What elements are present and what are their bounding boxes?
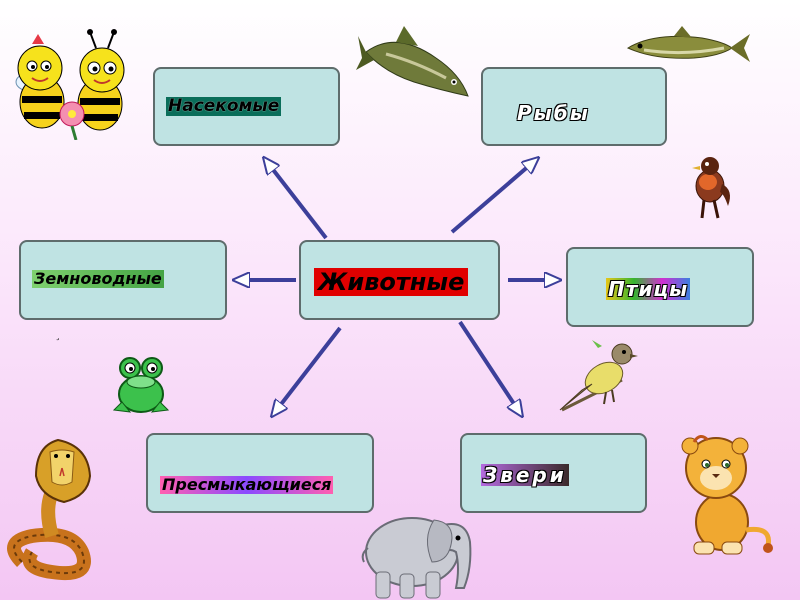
- songbird-icon: [559, 340, 638, 412]
- fish-label: Рыбы: [517, 101, 590, 125]
- arrow-to-fish: [450, 158, 538, 234]
- bird-icon: [692, 157, 730, 219]
- birds-label: Птицы: [606, 277, 691, 301]
- lion-cub-icon: [681, 435, 773, 555]
- arrow-to-mammals: [458, 320, 522, 416]
- fish-box: [481, 67, 667, 146]
- elephant-icon: [361, 517, 472, 599]
- fish-icon: [356, 26, 469, 97]
- arrow-to-insects: [264, 158, 328, 240]
- center-label: Животные: [314, 268, 469, 296]
- arrow-to-reptiles: [272, 326, 342, 416]
- reptiles-label: Пресмыкающиеся: [160, 475, 334, 494]
- stray-mark: ¸: [56, 328, 62, 341]
- reptiles-box: [146, 433, 374, 513]
- frog-icon: [112, 357, 170, 413]
- bees-icon: [15, 29, 125, 140]
- mammals-label: Звери: [481, 463, 569, 487]
- fish-icon: [626, 26, 750, 62]
- amphibians-label: Земноводные: [32, 269, 164, 288]
- cobra-icon: [7, 438, 92, 580]
- insects-label: Насекомые: [166, 96, 282, 116]
